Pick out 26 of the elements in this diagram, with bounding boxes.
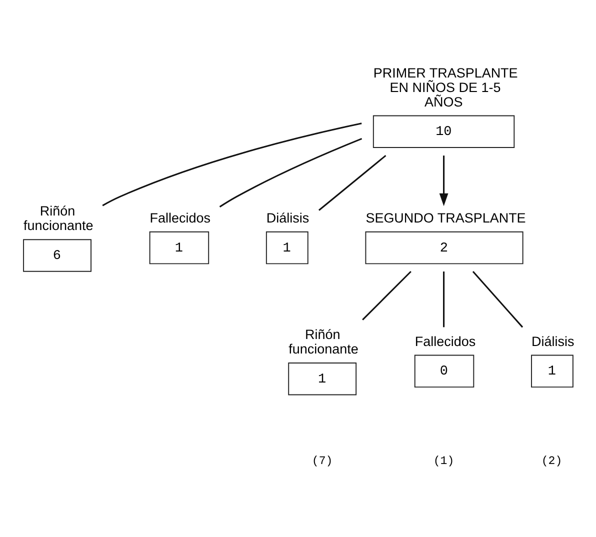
connector: [472, 270, 524, 328]
connector: [102, 122, 362, 206]
node-box: 1: [149, 231, 210, 264]
node-label: Riñón funcionante: [24, 204, 94, 234]
node-label: PRIMER TRASPLANTE EN NIÑOS DE 1-5 AÑOS: [373, 65, 518, 110]
node-box: 2: [365, 231, 524, 264]
connector: [362, 270, 412, 320]
node-label: Riñón funcionante: [288, 327, 358, 357]
node-box: 1: [266, 231, 308, 264]
connector: [318, 154, 386, 211]
label: (2): [541, 454, 562, 468]
node-label: Diálisis: [266, 210, 310, 226]
label: (7): [312, 454, 333, 468]
node-label: SEGUNDO TRASPLANTE: [366, 210, 526, 226]
arrow: [439, 156, 448, 206]
node-box: 0: [414, 354, 474, 388]
node-label: Fallecidos: [150, 210, 211, 226]
node-box: 6: [23, 239, 92, 272]
node-box: 1: [531, 354, 574, 388]
node-label: Fallecidos: [414, 334, 476, 349]
label: (1): [433, 454, 454, 468]
connector: [219, 138, 362, 208]
node-box: 1: [288, 362, 357, 396]
connector: [443, 272, 445, 328]
node-label: Diálisis: [532, 334, 574, 349]
node-box: 10: [372, 115, 515, 148]
